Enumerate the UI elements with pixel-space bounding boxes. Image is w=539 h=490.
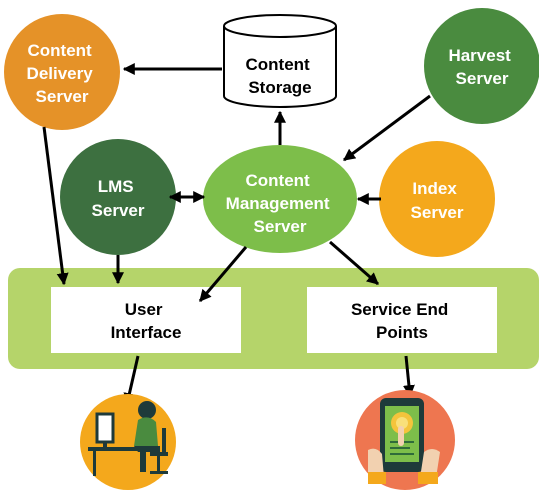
content-management-server-line-1: Content <box>246 171 311 190</box>
person-at-desk-icon <box>80 394 176 490</box>
index-server-line-1: Index <box>412 179 457 198</box>
content-storage-line-1: Content <box>246 55 311 74</box>
user-interface-line-2: Interface <box>111 323 182 342</box>
content-delivery-server-line-1: Content <box>28 41 93 60</box>
harvest-server-line-1: Harvest <box>448 46 511 65</box>
hand-holding-phone-icon <box>355 390 455 490</box>
svg-text:Content Delivery S: Content Delivery Server <box>27 41 98 106</box>
lms-server-line-1: LMS <box>98 177 134 196</box>
index-server-node: Index Server <box>379 141 495 257</box>
harvest-server-line-2: Server <box>456 69 509 88</box>
svg-text:LMS Server: LMS Server <box>92 177 145 220</box>
svg-text:Harvest Server: Harvest Server <box>448 46 515 88</box>
svg-text:Content Storage: Content Storage <box>246 55 315 97</box>
harvest-server-node: Harvest Server <box>424 8 539 124</box>
content-management-server-line-3: Server <box>254 217 307 236</box>
content-delivery-server-line-3: Server <box>36 87 89 106</box>
content-storage-node: Content Storage <box>223 14 337 108</box>
svg-text:User Interface: User Interface <box>111 300 182 342</box>
arrow-harvest-to-management <box>343 94 431 162</box>
arrow-management-to-service-end-points <box>329 240 379 286</box>
arrow-delivery-to-user-interface <box>42 126 69 286</box>
arrow-management-to-user-interface <box>198 246 248 302</box>
content-delivery-server-line-2: Delivery <box>27 64 94 83</box>
svg-text:Content Management: Content Management Server <box>226 171 335 236</box>
content-delivery-server-node: Content Delivery Server <box>4 14 120 130</box>
user-interface-node: User Interface <box>51 287 241 353</box>
svg-text:Index Server: Index Server <box>411 179 464 222</box>
service-end-points-line-2: Points <box>376 323 428 342</box>
svg-text:Service End Points: Service End Points <box>351 300 453 342</box>
content-management-server-line-2: Management <box>226 194 330 213</box>
service-end-points-node: Service End Points <box>307 287 497 353</box>
lms-server-line-2: Server <box>92 201 145 220</box>
content-storage-line-2: Storage <box>248 78 311 97</box>
service-end-points-line-1: Service End <box>351 300 448 319</box>
arrow-service-end-points-to-phone <box>402 355 415 398</box>
content-management-server-node: Content Management Server <box>203 145 357 253</box>
index-server-line-2: Server <box>411 203 464 222</box>
user-interface-line-1: User <box>125 300 163 319</box>
lms-server-node: LMS Server <box>60 139 176 255</box>
